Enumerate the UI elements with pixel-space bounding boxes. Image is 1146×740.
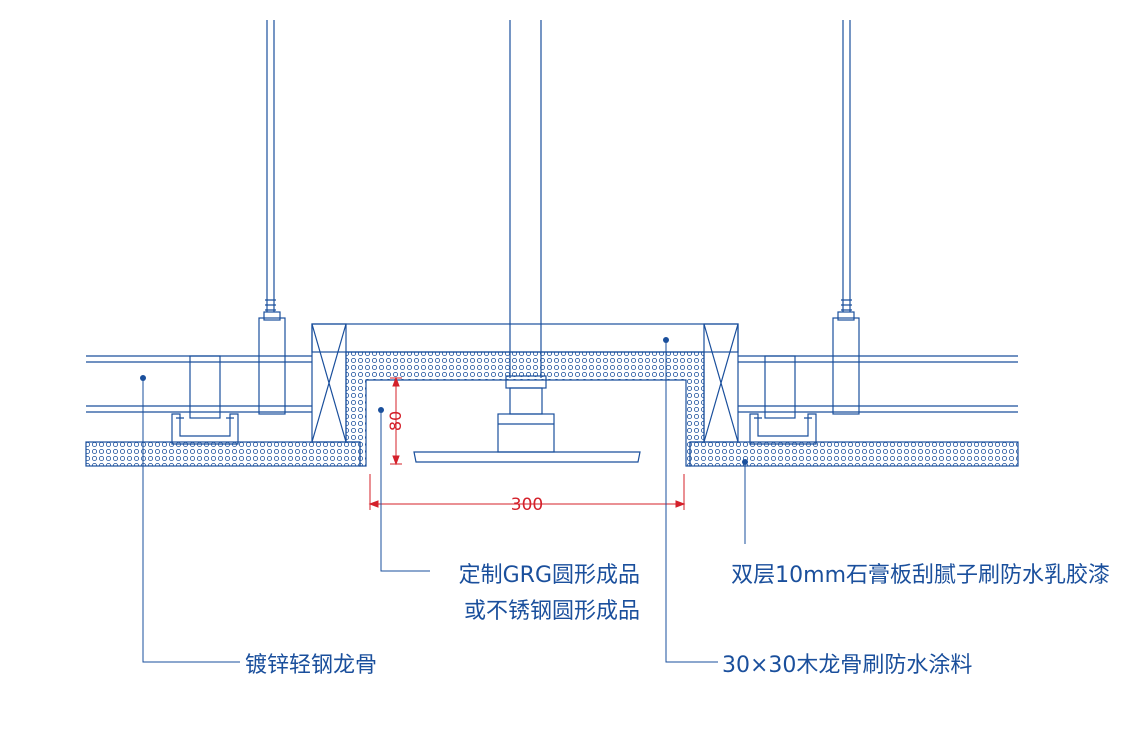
c-channel-keels — [171, 413, 817, 445]
callout-grg-line2: 或不锈钢圆形成品 — [464, 599, 640, 624]
callout-gypsum-board: 双层10mm石膏板刮腻子刷防水乳胶漆 — [731, 563, 1110, 588]
callout-light-steel-keel: 镀锌轻钢龙骨 — [245, 653, 377, 678]
hanger-clips — [258, 311, 860, 415]
leader-lines — [142, 340, 746, 663]
callout-grg-line1: 定制GRG圆形成品 — [459, 563, 640, 588]
callout-wood-keel: 30×30木龙骨刷防水涂料 — [722, 653, 972, 678]
light-fixture — [413, 375, 641, 463]
dimension-lines — [368, 376, 686, 510]
dimension-80: 80 — [386, 411, 405, 431]
hanger-rods — [265, 20, 852, 312]
gypsum-board-layers — [85, 351, 1019, 467]
keel-brackets — [189, 355, 796, 419]
central-stem — [509, 20, 542, 378]
leader-dots — [140, 337, 748, 465]
dimension-300: 300 — [511, 495, 543, 515]
